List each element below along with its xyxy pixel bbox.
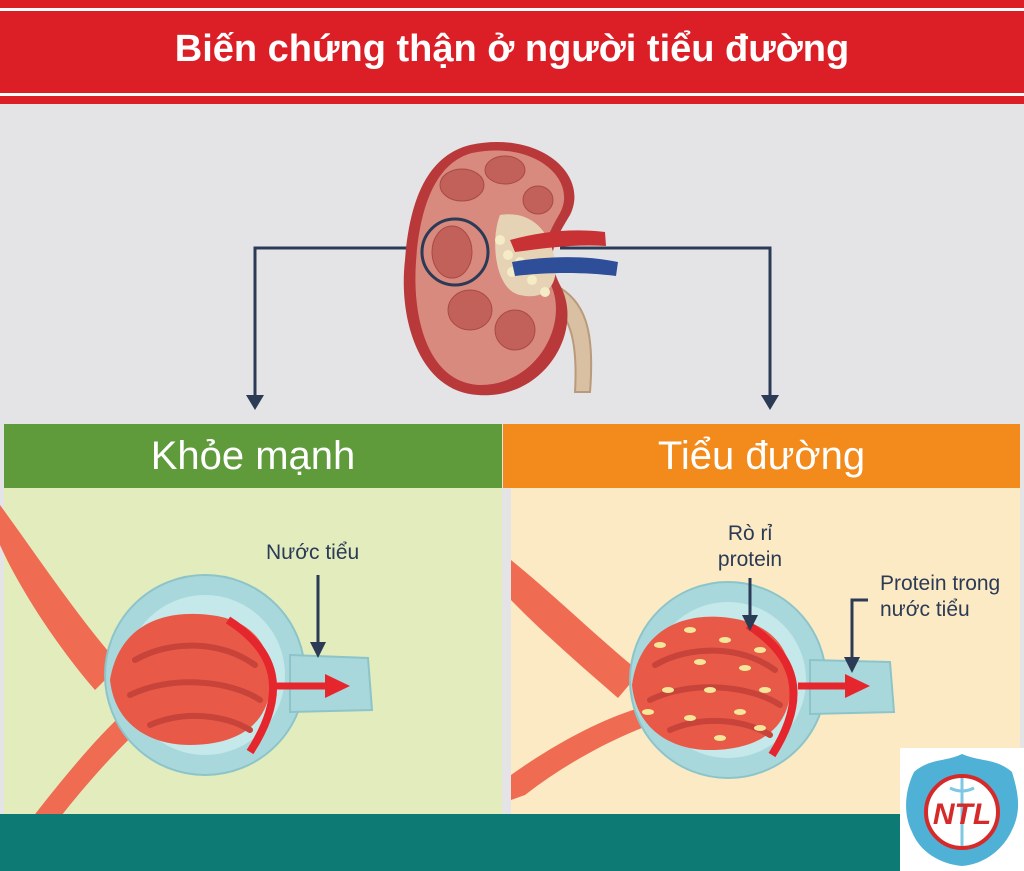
ntl-logo: NTL bbox=[900, 748, 1024, 871]
page-title: Biến chứng thận ở người tiểu đường bbox=[174, 28, 850, 70]
protein-leak-label-line-1: Rò rỉ bbox=[727, 522, 773, 545]
header-top-line bbox=[0, 8, 1024, 11]
connector-arrows bbox=[253, 246, 772, 398]
healthy-glomerulus bbox=[0, 505, 374, 871]
urine-label: Nước tiểu bbox=[266, 541, 360, 564]
logo-icon: NTL bbox=[906, 754, 1019, 866]
protein-in-urine-label: Protein trong nước tiểu bbox=[880, 571, 1000, 623]
label-arrows bbox=[316, 575, 868, 660]
kidney-icon bbox=[403, 142, 618, 396]
arrow-head-right bbox=[761, 395, 779, 410]
diabetic-panel-title: Tiểu đường bbox=[657, 434, 866, 478]
protein-urine-arrow-head bbox=[844, 657, 860, 673]
urine-arrow-head bbox=[310, 642, 326, 658]
healthy-panel-title: Khỏe mạnh bbox=[150, 434, 356, 478]
protein-leak-label: Rò rỉ protein bbox=[700, 521, 800, 573]
protein-in-urine-label-line-2: nước tiểu bbox=[880, 598, 970, 621]
header-bottom-line bbox=[0, 93, 1024, 96]
protein-in-urine-label-line-1: Protein trong bbox=[880, 572, 1001, 595]
protein-leak-label-line-2: protein bbox=[717, 548, 783, 571]
arrow-head-left bbox=[246, 395, 264, 410]
header-banner: Biến chứng thận ở người tiểu đường bbox=[0, 0, 1024, 104]
healthy-panel-header: Khỏe mạnh bbox=[4, 424, 502, 488]
footer-bar bbox=[0, 814, 904, 871]
logo-text: NTL bbox=[933, 798, 991, 831]
diabetic-glomerulus bbox=[511, 560, 896, 800]
leak-arrow-head bbox=[742, 615, 758, 631]
diabetic-panel-header: Tiểu đường bbox=[503, 424, 1020, 488]
